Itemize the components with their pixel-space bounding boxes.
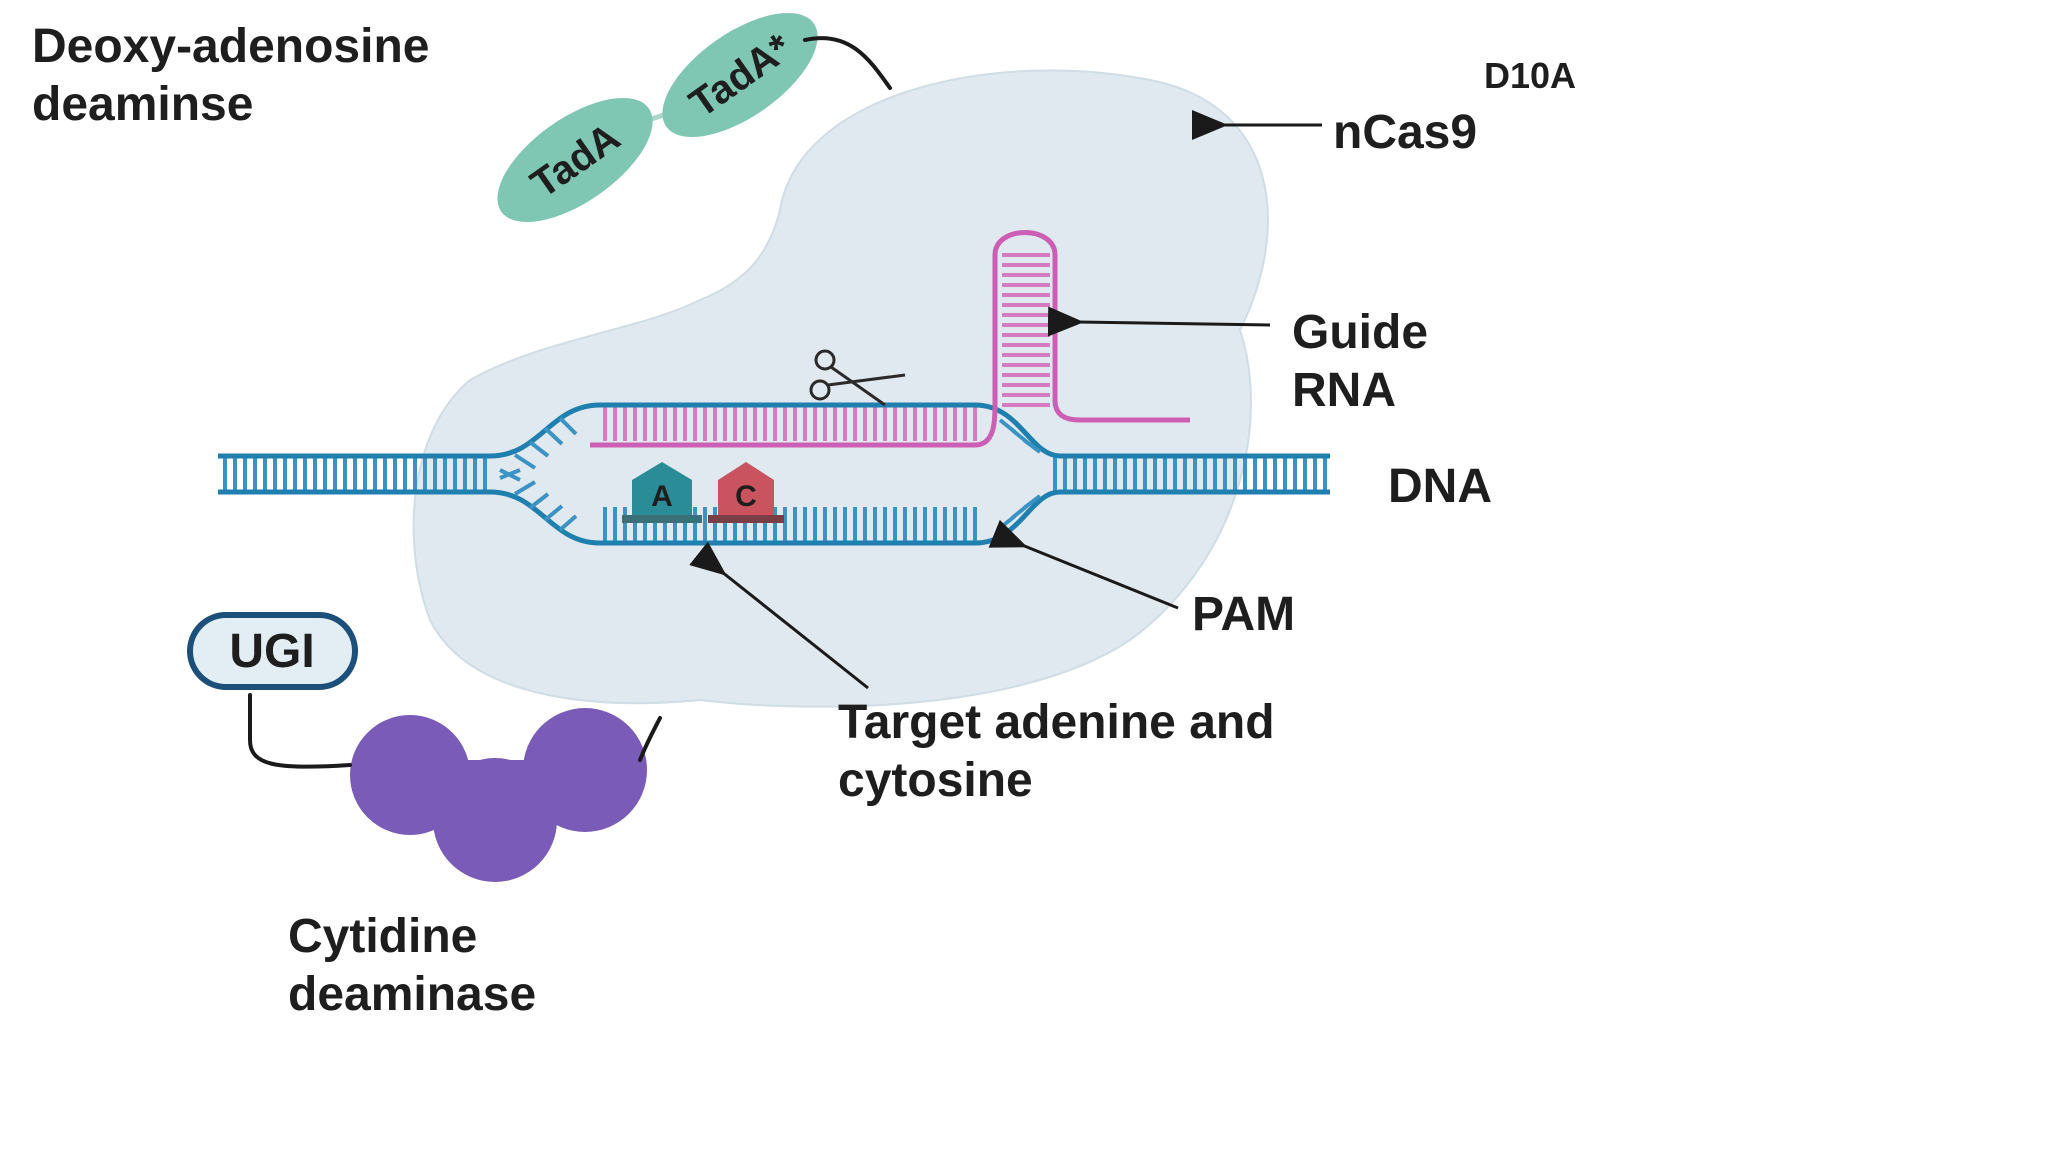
guide-rna-label: Guide RNA xyxy=(1292,306,1441,417)
base-c-label: C xyxy=(735,480,757,513)
ugi-label: UGI xyxy=(229,625,314,678)
target-base-c: C xyxy=(708,462,784,523)
ncas9-label: nCas9 xyxy=(1333,106,1477,159)
dna-duplex xyxy=(218,402,1330,546)
d10a-label: D10A xyxy=(1484,55,1576,96)
pam-arrow xyxy=(988,519,1179,610)
cytidine-deaminase-protein xyxy=(350,708,647,882)
tada-tether xyxy=(803,36,892,90)
scissors-icon xyxy=(809,349,906,407)
pam-label: PAM xyxy=(1192,588,1295,641)
ncas9-protein xyxy=(412,69,1269,708)
guide-rna-arrow xyxy=(1047,306,1271,337)
target-arrow xyxy=(689,541,869,690)
dna-top-strand xyxy=(218,402,1330,459)
guide-rna xyxy=(590,230,1190,448)
ugi-badge xyxy=(187,612,358,690)
base-a-label: A xyxy=(651,480,673,513)
tada-star-domain xyxy=(662,12,818,138)
cytidine-tether xyxy=(638,716,662,762)
dna-label: DNA xyxy=(1388,460,1492,513)
dna-bottom-strand xyxy=(218,489,1330,546)
cytidine-deaminase-label: Cytidine deaminase xyxy=(288,910,536,1021)
guide-rna-strand xyxy=(590,230,1190,448)
target-label: Target adenine and cytosine xyxy=(838,696,1288,807)
deoxy-deaminase-label: Deoxy-adenosine deaminse xyxy=(32,20,443,131)
ugi-tether xyxy=(248,693,352,769)
target-base-a: A xyxy=(622,462,702,523)
tada-domain xyxy=(497,97,653,223)
